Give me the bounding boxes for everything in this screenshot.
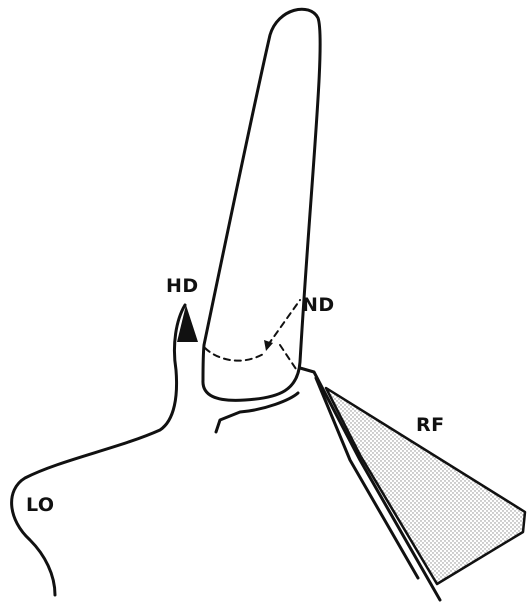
dashed-drop (280, 345, 298, 372)
tapered-structure-outline (203, 9, 320, 400)
black-spike (177, 305, 198, 342)
label-rf: RF (416, 414, 445, 436)
label-lo: LO (26, 494, 55, 516)
arrowhead-marker (264, 340, 273, 351)
left-outline (12, 305, 185, 595)
label-nd: ND (302, 294, 335, 316)
label-hd: HD (166, 275, 199, 297)
dashed-pointer-nd (268, 300, 300, 345)
dashed-boundary (205, 348, 265, 361)
